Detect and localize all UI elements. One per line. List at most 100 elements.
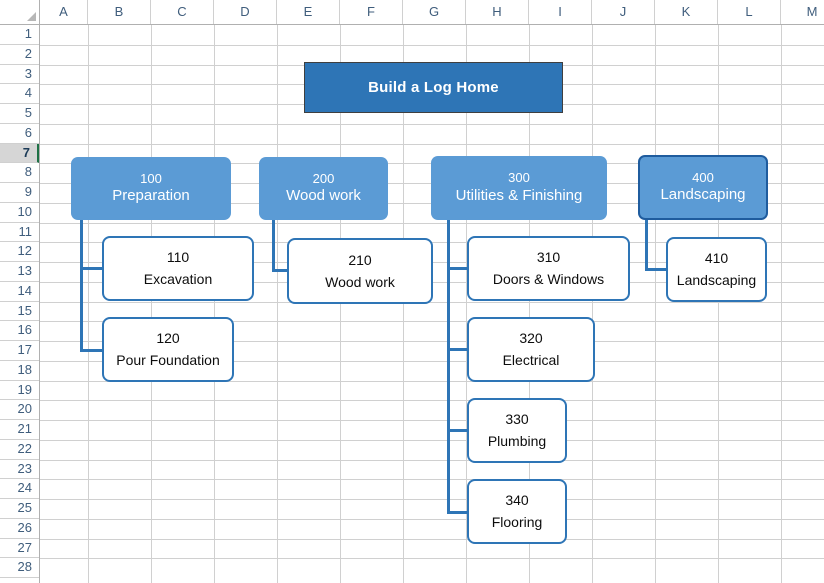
gridline-horizontal (40, 558, 824, 560)
row-header-18[interactable]: 18 (0, 360, 39, 381)
connector-200-trunk (272, 219, 275, 272)
row-header-21[interactable]: 21 (0, 420, 39, 440)
row-header-11[interactable]: 11 (0, 222, 39, 243)
gridline-horizontal (40, 518, 824, 520)
column-header-g[interactable]: G (403, 0, 466, 24)
column-header-f[interactable]: F (340, 0, 403, 24)
wbs-node-210-label: Wood work (325, 273, 395, 290)
row-header-26[interactable]: 26 (0, 518, 39, 539)
row-header-6[interactable]: 6 (0, 123, 39, 144)
row-header-24[interactable]: 24 (0, 479, 39, 499)
gridline-vertical (88, 25, 89, 583)
wbs-node-340[interactable]: 340 Flooring (467, 479, 567, 544)
select-all-corner[interactable] (0, 0, 40, 25)
row-header-22[interactable]: 22 (0, 439, 39, 460)
row-header-23[interactable]: 23 (0, 459, 39, 480)
column-header-m[interactable]: M (781, 0, 824, 24)
wbs-node-210-number: 210 (348, 251, 372, 268)
column-header-b[interactable]: B (88, 0, 151, 24)
wbs-node-100-label: Preparation (112, 187, 190, 205)
row-header-27[interactable]: 27 (0, 538, 39, 559)
gridline-vertical (466, 25, 467, 583)
column-header-h[interactable]: H (466, 0, 529, 24)
gridline-horizontal (40, 380, 824, 382)
wbs-node-400[interactable]: 400 Landscaping (638, 155, 768, 220)
column-header-e[interactable]: E (277, 0, 340, 24)
wbs-node-110-number: 110 (166, 249, 190, 266)
wbs-node-340-label: Flooring (491, 514, 543, 531)
wbs-node-310-number: 310 (536, 249, 561, 266)
gridline-horizontal (40, 538, 824, 540)
row-header-19[interactable]: 19 (0, 380, 39, 401)
column-header-c[interactable]: C (151, 0, 214, 24)
row-header-25[interactable]: 25 (0, 499, 39, 519)
wbs-node-330-label: Plumbing (487, 433, 547, 450)
row-header-14[interactable]: 14 (0, 281, 39, 302)
wbs-node-300[interactable]: 300 Utilities & Finishing (431, 156, 607, 220)
wbs-node-210[interactable]: 210 Wood work (287, 238, 433, 304)
gridline-vertical (214, 25, 215, 583)
gridline-vertical (655, 25, 656, 583)
gridline-horizontal (40, 499, 824, 500)
connector-300-to-310 (447, 267, 469, 270)
row-header-10[interactable]: 10 (0, 202, 39, 223)
wbs-node-330[interactable]: 330 Plumbing (467, 398, 567, 463)
gridline-vertical (592, 25, 593, 583)
wbs-node-300-label: Utilities & Finishing (455, 186, 583, 204)
wbs-node-320-label: Electrical (502, 352, 560, 369)
wbs-node-320-number: 320 (519, 330, 543, 347)
row-header-5[interactable]: 5 (0, 104, 39, 124)
row-header-13[interactable]: 13 (0, 262, 39, 282)
connector-100-trunk (80, 219, 83, 352)
column-header-j[interactable]: J (592, 0, 655, 24)
wbs-node-200-number: 200 (312, 170, 335, 186)
gridline-vertical (151, 25, 152, 583)
row-header-8[interactable]: 8 (0, 163, 39, 183)
wbs-node-root[interactable]: Build a Log Home (304, 62, 563, 113)
gridline-vertical (781, 25, 782, 583)
row-header-9[interactable]: 9 (0, 183, 39, 203)
wbs-node-110[interactable]: 110 Excavation (102, 236, 254, 301)
row-header-17[interactable]: 17 (0, 341, 39, 361)
row-header-4[interactable]: 4 (0, 84, 39, 104)
column-header-l[interactable]: L (718, 0, 781, 24)
row-header-28[interactable]: 28 (0, 558, 39, 578)
gridline-horizontal (40, 222, 824, 224)
select-all-triangle-icon (27, 12, 36, 21)
wbs-node-200[interactable]: 200 Wood work (259, 157, 388, 220)
row-header-12[interactable]: 12 (0, 242, 39, 262)
row-header-15[interactable]: 15 (0, 301, 39, 322)
wbs-node-120[interactable]: 120 Pour Foundation (102, 317, 234, 382)
connector-200-to-210 (272, 269, 289, 272)
wbs-node-200-label: Wood work (286, 187, 361, 205)
connector-300-to-330 (447, 429, 469, 432)
row-header-7[interactable]: 7 (0, 143, 39, 164)
wbs-node-410[interactable]: 410 Landscaping (666, 237, 767, 302)
wbs-node-320[interactable]: 320 Electrical (467, 317, 595, 382)
connector-400-trunk (645, 219, 648, 271)
row-header-20[interactable]: 20 (0, 400, 39, 420)
column-header-d[interactable]: D (214, 0, 277, 24)
wbs-node-120-label: Pour Foundation (116, 352, 220, 369)
wbs-node-410-label: Landscaping (676, 272, 757, 289)
wbs-node-110-label: Excavation (143, 271, 213, 288)
column-header-k[interactable]: K (655, 0, 718, 24)
row-header-16[interactable]: 16 (0, 321, 39, 341)
wbs-node-100[interactable]: 100 Preparation (71, 157, 231, 220)
connector-400-to-410 (645, 268, 669, 271)
wbs-node-100-number: 100 (140, 170, 162, 186)
wbs-node-310-label: Doors & Windows (492, 271, 605, 288)
row-header-3[interactable]: 3 (0, 64, 39, 85)
row-header-1[interactable]: 1 (0, 25, 39, 45)
wbs-node-310[interactable]: 310 Doors & Windows (467, 236, 630, 301)
column-header-i[interactable]: I (529, 0, 592, 24)
row-header-2[interactable]: 2 (0, 44, 39, 65)
column-header-a[interactable]: A (40, 0, 88, 24)
gridline-horizontal (40, 341, 824, 342)
gridline-vertical (403, 25, 404, 583)
wbs-node-340-number: 340 (505, 492, 529, 509)
